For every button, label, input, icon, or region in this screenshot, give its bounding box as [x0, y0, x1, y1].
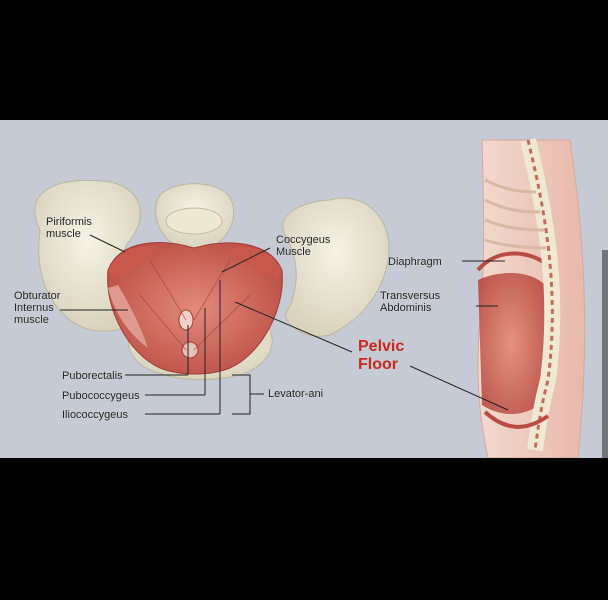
levator-ani-label: Levator-ani	[268, 388, 324, 400]
right-iliac-wing	[282, 197, 390, 337]
iliococcygeus-label: Iliococcygeus	[62, 409, 129, 421]
sacral-body	[165, 207, 223, 235]
anal-opening	[181, 341, 199, 359]
pelvic-floor-label: Pelvic Floor	[358, 338, 405, 373]
right-edge-strip	[602, 250, 608, 458]
transversus-label: Transversus Abdominis	[380, 290, 441, 314]
bottom-black-band	[0, 458, 608, 600]
ribs	[484, 178, 547, 250]
transversus-abdominis	[478, 273, 545, 415]
coccygeus-label: Coccygeus Muscle	[276, 234, 331, 258]
obturator-label: Obturator Internus muscle	[14, 290, 61, 326]
anatomy-illustration	[34, 138, 586, 458]
pelvis-illustration	[34, 179, 390, 381]
obturator-internus	[108, 285, 148, 348]
piriformis-label: Piriformis muscle	[46, 216, 92, 240]
piriformis-muscle	[108, 246, 158, 280]
leader-lines	[60, 234, 509, 415]
pelvic-floor-muscle	[107, 242, 283, 375]
diaphragm-dome	[476, 251, 550, 272]
torso-illustration	[476, 138, 586, 458]
diagram-panel: Piriformis muscle Coccygeus Muscle Obtur…	[0, 120, 608, 458]
puborectalis-label: Puborectalis	[62, 370, 123, 382]
top-black-band	[0, 0, 608, 120]
coccygeus-muscle	[228, 246, 282, 280]
pubococcygeus-label: Pubococcygeus	[62, 390, 140, 402]
diaphragm-label: Diaphragm	[388, 256, 442, 268]
torso-pelvic-floor	[483, 410, 550, 429]
